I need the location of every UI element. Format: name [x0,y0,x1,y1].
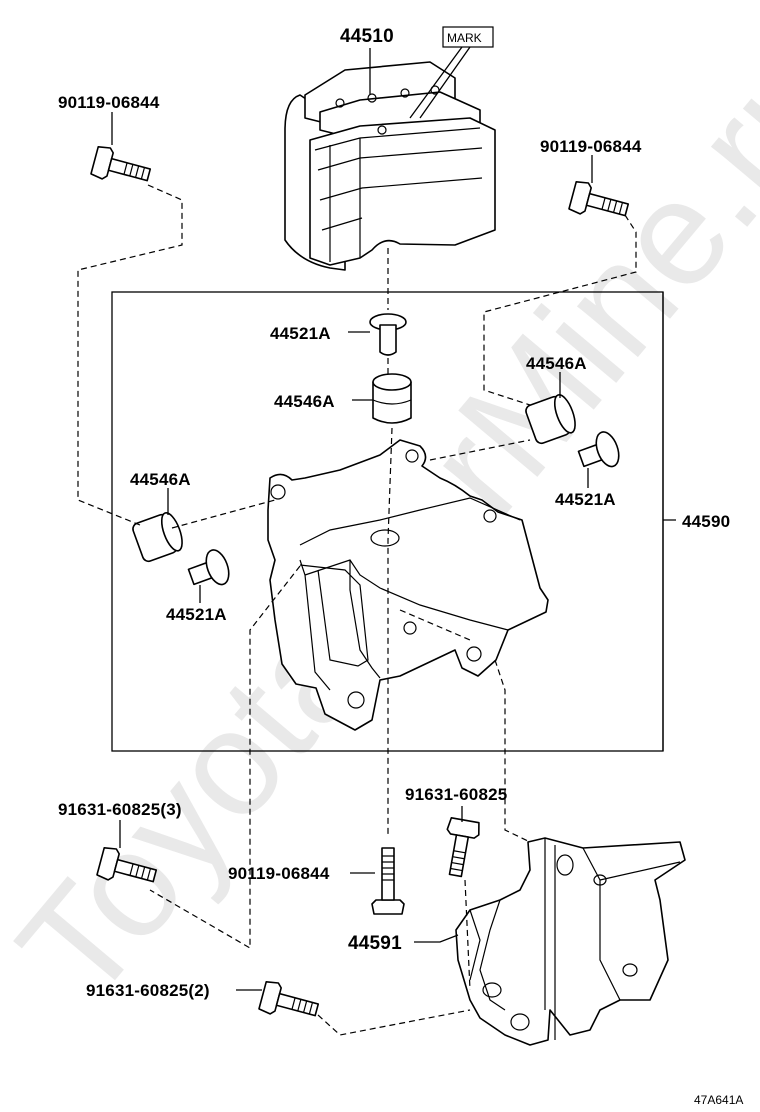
label-collar-top: 44521A [270,324,331,343]
label-collar-right: 44521A [555,490,616,509]
assembly-lines [77,184,637,1036]
leader-lines [111,48,676,991]
mark-box [442,26,494,48]
label-bracket-44591: 44591 [348,933,402,954]
cushion-right[interactable] [524,392,579,445]
bolt-top-right[interactable] [568,180,630,225]
label-bolt-bottom: 91631-60825(2) [86,981,210,1000]
bolt-top-left[interactable] [90,145,152,190]
figure-code: 47A641A [694,1093,743,1107]
bolt-lower-left[interactable] [96,846,158,891]
label-collar-left: 44521A [166,605,227,624]
label-cushion-top: 44546A [274,392,335,411]
label-bolt-top-right: 90119-06844 [540,137,642,156]
label-actuator-44510: 44510 [340,26,394,47]
label-bracket-44590: 44590 [682,512,730,531]
label-cushion-right: 44546A [526,354,587,373]
bolt-bottom[interactable] [258,980,320,1025]
cushion-left[interactable] [131,510,186,563]
label-bolt-lower-left: 91631-60825(3) [58,800,182,819]
cushion-top[interactable] [372,373,412,424]
bracket-44590[interactable] [267,439,549,731]
bracket-44591[interactable] [455,837,686,1046]
collar-left[interactable] [185,547,233,594]
label-cushion-left: 44546A [130,470,191,489]
bolt-lower-mid[interactable] [440,817,481,878]
label-bolt-top-left: 90119-06844 [58,93,160,112]
collar-top[interactable] [369,313,407,356]
label-bolt-lower-mid: 91631-60825 [405,785,507,804]
label-bolt-center: 90119-06844 [228,864,330,883]
bolt-center[interactable] [371,847,405,915]
collar-right[interactable] [575,429,623,476]
actuator-44510[interactable] [284,61,496,271]
mark-label: MARK [447,31,482,45]
